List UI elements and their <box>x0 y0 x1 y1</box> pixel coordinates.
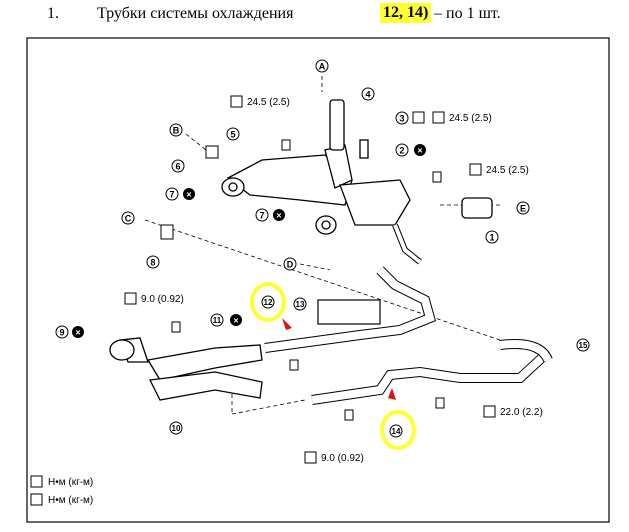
svg-text:8: 8 <box>150 258 155 268</box>
part-4: 4 <box>361 87 375 101</box>
svg-text:×: × <box>276 211 281 221</box>
svg-text:7: 7 <box>169 190 174 200</box>
svg-text:14: 14 <box>392 427 401 436</box>
part-2: 2 <box>395 143 409 157</box>
torque-1: 24.5 (2.5) <box>247 97 290 108</box>
item-title: Трубки системы охлаждения <box>97 5 294 22</box>
x-marker: × <box>183 188 195 200</box>
highlight-14 <box>380 410 416 450</box>
part-12: 12 <box>261 295 275 309</box>
torque-4: 9.0 (0.92) <box>141 294 184 305</box>
svg-text:15: 15 <box>579 341 588 350</box>
svg-text:×: × <box>75 328 80 338</box>
cooling-tube-12 <box>264 266 437 353</box>
torque-5: 22.0 (2.2) <box>500 407 543 418</box>
svg-text:5: 5 <box>230 130 235 140</box>
svg-text:D: D <box>287 260 294 270</box>
part-1: 1 <box>485 230 499 244</box>
red-arrow-12 <box>282 318 292 330</box>
upper-water-pipe <box>221 99 493 265</box>
marker-D: D <box>283 257 297 271</box>
svg-text:E: E <box>520 204 526 214</box>
svg-text:12: 12 <box>264 298 273 307</box>
svg-text:C: C <box>125 214 132 224</box>
part-10: 10 <box>169 421 183 435</box>
replace-markers: × × × × × <box>72 144 426 338</box>
svg-text:3: 3 <box>399 114 404 124</box>
part-14: 14 <box>389 424 403 438</box>
lower-pipe-10 <box>109 337 263 401</box>
diagram-frame <box>26 37 610 523</box>
x-marker: × <box>72 326 84 338</box>
torque-6: 9.0 (0.92) <box>321 453 364 464</box>
item-number: 1. <box>47 5 59 22</box>
svg-text:4: 4 <box>365 90 370 100</box>
svg-text:6: 6 <box>175 162 180 172</box>
svg-text:2: 2 <box>399 146 404 156</box>
marker-C: C <box>121 211 135 225</box>
legend-row-1: Н•м (кг-м) <box>48 477 93 488</box>
part-13: 13 <box>293 297 307 311</box>
highlight-circles <box>250 282 416 450</box>
svg-text:9: 9 <box>59 328 64 338</box>
svg-text:A: A <box>319 62 326 72</box>
header: 1. Трубки системы охлаждения 12, 14) – п… <box>0 0 629 34</box>
x-marker: × <box>230 314 242 326</box>
part-5: 5 <box>226 127 240 141</box>
x-marker: × <box>414 144 426 156</box>
part-8: 8 <box>146 255 160 269</box>
torque-labels: 24.5 (2.5) 24.5 (2.5) 24.5 (2.5) 9.0 (0.… <box>124 95 543 464</box>
svg-text:11: 11 <box>213 316 222 325</box>
letter-markers: A B C D E <box>121 59 530 271</box>
svg-text:13: 13 <box>296 300 305 309</box>
highlighted-parts: 12, 14) <box>380 3 432 23</box>
marker-B: B <box>169 123 183 137</box>
svg-text:×: × <box>233 316 238 326</box>
legend-row-2: Н•м (кг-м) <box>48 495 93 506</box>
part-9: 9 <box>55 325 69 339</box>
highlight-12 <box>250 282 286 322</box>
marker-A: A <box>315 59 329 73</box>
part-7b: 7 <box>255 208 269 222</box>
part-6: 6 <box>171 159 185 173</box>
svg-text:1: 1 <box>489 233 494 243</box>
item-quantity: – по 1 шт. <box>434 5 501 22</box>
marker-E: E <box>516 201 530 215</box>
part-3: 3 <box>395 111 409 125</box>
torque-icon-1 <box>230 95 243 108</box>
part-markers: 1 2 3 4 5 6 7 7 8 9 10 11 12 13 14 15 <box>55 87 590 438</box>
svg-text:×: × <box>186 190 191 200</box>
torque-2: 24.5 (2.5) <box>449 113 492 124</box>
part-11: 11 <box>210 313 224 327</box>
part-15: 15 <box>576 338 590 352</box>
red-arrows <box>282 318 396 400</box>
red-arrow-14 <box>388 388 396 400</box>
bolts <box>160 139 445 421</box>
svg-text:×: × <box>417 146 422 156</box>
part-7a: 7 <box>165 187 179 201</box>
legend: Н•м (кг-м) Н•м (кг-м) <box>30 475 93 506</box>
svg-text:7: 7 <box>259 211 264 221</box>
cooling-tube-14 <box>311 339 553 405</box>
svg-text:B: B <box>173 126 180 136</box>
torque-3: 24.5 (2.5) <box>486 165 529 176</box>
svg-text:10: 10 <box>172 424 181 433</box>
x-marker: × <box>273 209 285 221</box>
